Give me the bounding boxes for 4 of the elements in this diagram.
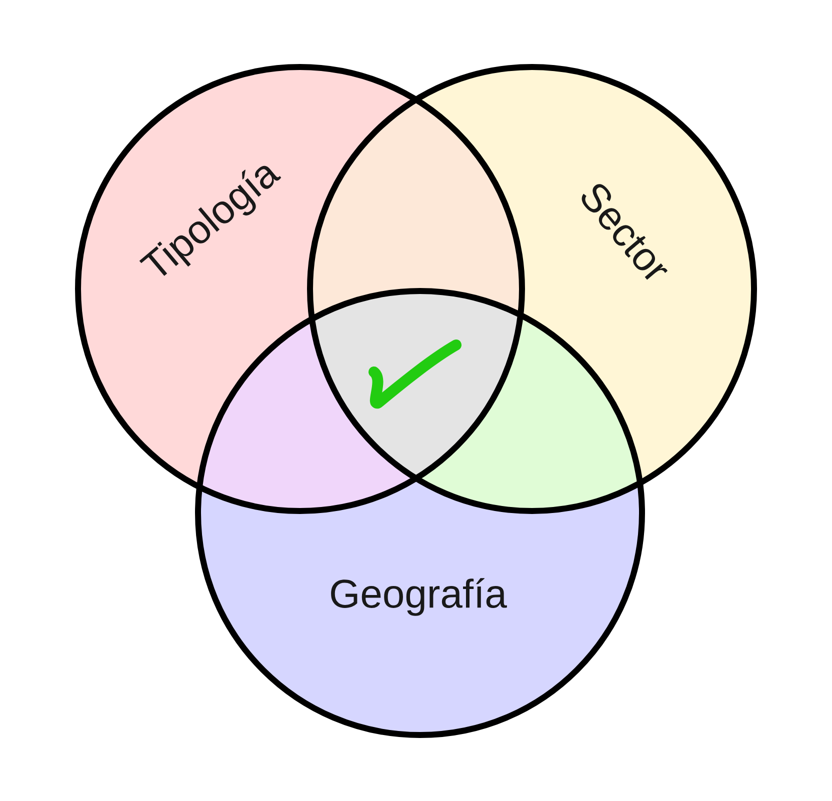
venn-circle bbox=[195, 288, 645, 738]
circle-label: Geografía bbox=[331, 578, 507, 616]
venn-circle bbox=[75, 64, 525, 514]
venn-circle bbox=[307, 64, 757, 514]
